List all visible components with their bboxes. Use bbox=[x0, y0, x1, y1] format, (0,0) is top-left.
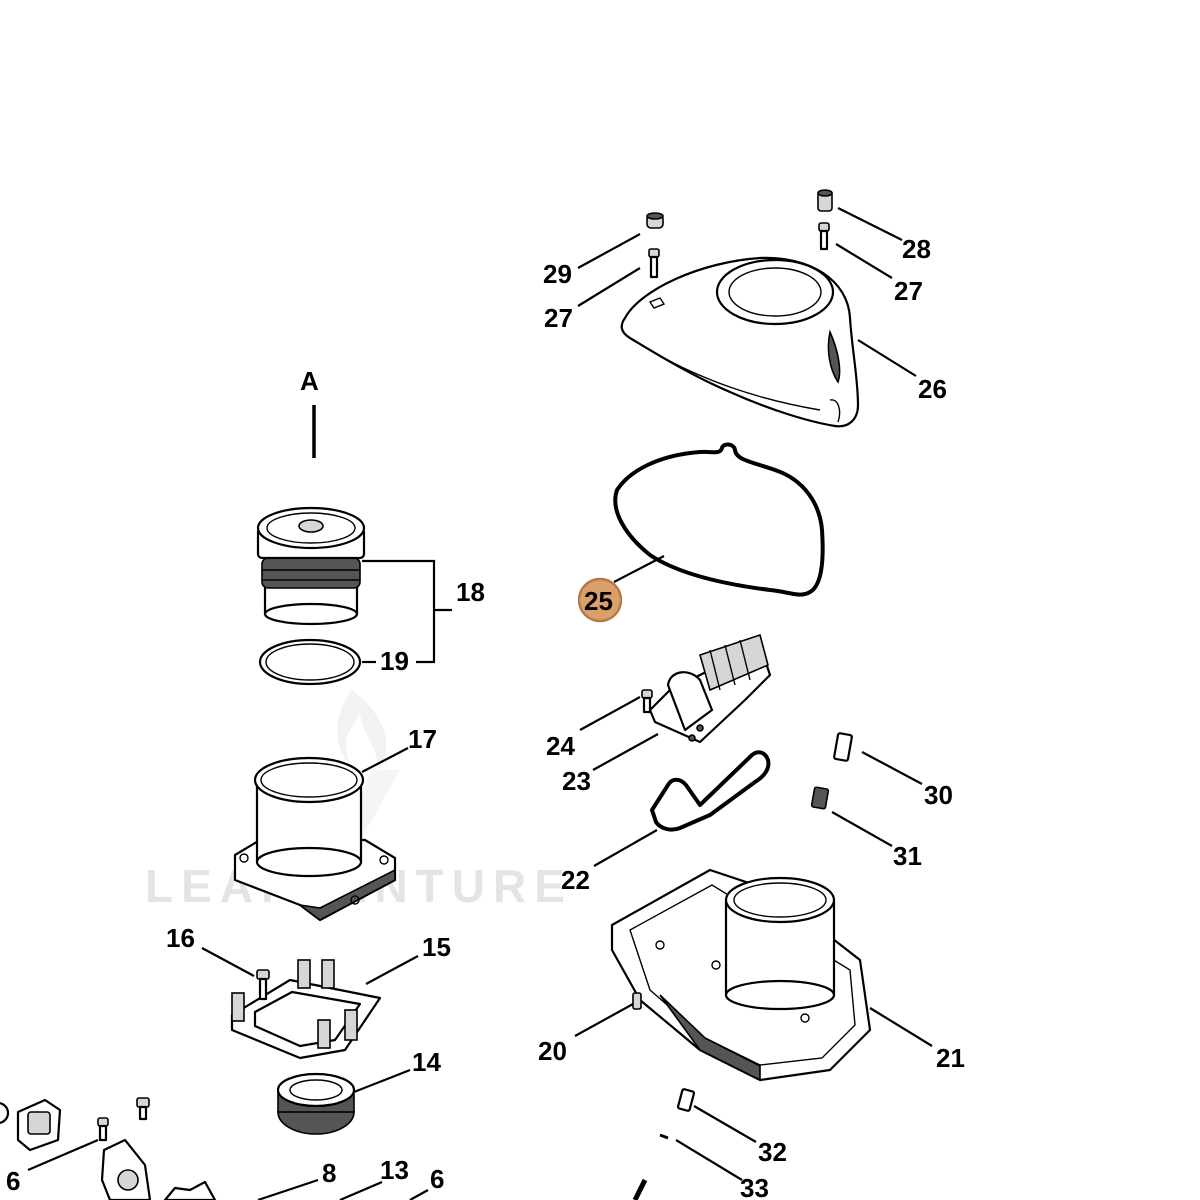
part-26-cover[interactable] bbox=[620, 256, 860, 428]
part-14-seal[interactable] bbox=[276, 1072, 356, 1135]
part-29-nut-icon[interactable] bbox=[646, 212, 664, 229]
part-23-intake[interactable] bbox=[648, 633, 772, 744]
callout-33[interactable]: 33 bbox=[740, 1173, 769, 1200]
part-13-clamp[interactable] bbox=[163, 1180, 217, 1200]
part-27-screw-right-icon[interactable] bbox=[818, 222, 830, 251]
part-6-screw-icon[interactable] bbox=[97, 1117, 109, 1142]
callout-6-right[interactable]: 6 bbox=[430, 1164, 444, 1194]
part-bottom-left-bracket[interactable] bbox=[0, 1098, 62, 1152]
callout-25[interactable]: 25 bbox=[584, 586, 613, 616]
part-27-screw-left-icon[interactable] bbox=[648, 248, 660, 279]
callout-20[interactable]: 20 bbox=[538, 1036, 567, 1066]
part-16-screw-icon[interactable] bbox=[256, 969, 270, 1001]
part-8-manifold[interactable] bbox=[100, 1138, 152, 1200]
callout-6-left[interactable]: 6 bbox=[6, 1166, 20, 1196]
callout-8[interactable]: 8 bbox=[322, 1158, 336, 1188]
callout-19[interactable]: 19 bbox=[380, 646, 409, 676]
callout-24[interactable]: 24 bbox=[546, 731, 575, 761]
callout-29[interactable]: 29 bbox=[543, 259, 572, 289]
part-18-filter-element[interactable] bbox=[256, 506, 366, 626]
callout-27-left[interactable]: 27 bbox=[544, 303, 573, 333]
section-a-marker: A bbox=[300, 366, 319, 458]
callout-21[interactable]: 21 bbox=[936, 1043, 965, 1073]
part-screw-small-icon[interactable] bbox=[136, 1097, 150, 1121]
callout-labels: 29 27 28 27 26 25 18 19 17 24 23 30 31 2… bbox=[6, 234, 965, 1200]
highlight-circle-25 bbox=[577, 577, 623, 623]
callout-26[interactable]: 26 bbox=[918, 374, 947, 404]
callout-31[interactable]: 31 bbox=[893, 841, 922, 871]
callout-16[interactable]: 16 bbox=[166, 923, 195, 953]
part-31-spring-icon[interactable] bbox=[810, 786, 830, 810]
callout-28[interactable]: 28 bbox=[902, 234, 931, 264]
part-19-filter-disc[interactable] bbox=[258, 638, 362, 686]
callout-23[interactable]: 23 bbox=[562, 766, 591, 796]
callout-15[interactable]: 15 bbox=[422, 932, 451, 962]
callout-14[interactable]: 14 bbox=[412, 1047, 441, 1077]
section-a-label: A bbox=[300, 366, 319, 396]
callout-30[interactable]: 30 bbox=[924, 780, 953, 810]
callout-32[interactable]: 32 bbox=[758, 1137, 787, 1167]
part-25-gasket[interactable] bbox=[613, 442, 825, 597]
callout-27-right[interactable]: 27 bbox=[894, 276, 923, 306]
part-21-base-housing[interactable] bbox=[610, 868, 872, 1082]
part-17-filter-housing[interactable] bbox=[233, 756, 397, 922]
callout-17[interactable]: 17 bbox=[408, 724, 437, 754]
part-33-clip-icon[interactable] bbox=[632, 1133, 669, 1200]
part-24-screw-icon[interactable] bbox=[641, 689, 653, 714]
part-20-screw-icon[interactable] bbox=[632, 992, 642, 1010]
part-28-nut-icon[interactable] bbox=[817, 189, 833, 212]
part-32-pin-icon[interactable] bbox=[676, 1088, 696, 1112]
part-30-pin-icon[interactable] bbox=[833, 732, 853, 762]
callout-22[interactable]: 22 bbox=[561, 865, 590, 895]
callout-13[interactable]: 13 bbox=[380, 1155, 409, 1185]
part-22-gasket[interactable] bbox=[650, 750, 771, 832]
callout-18[interactable]: 18 bbox=[456, 577, 485, 607]
leader-lines bbox=[27, 207, 933, 1200]
part-15-frame[interactable] bbox=[230, 959, 382, 1060]
